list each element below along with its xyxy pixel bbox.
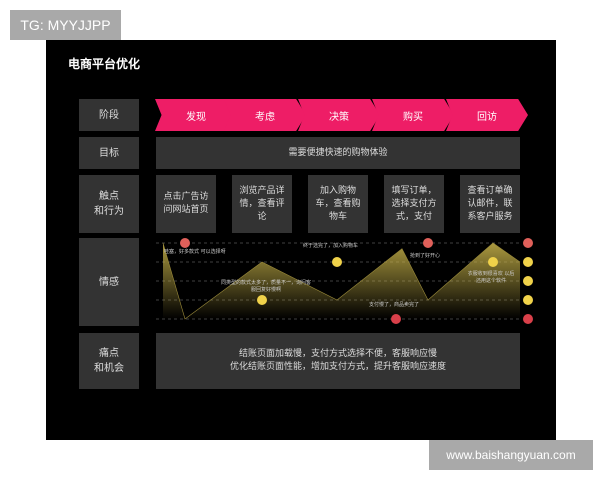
emotion-note-1: 哇塞，好多款式 可以选择呀 <box>164 249 226 255</box>
emoji-face-icon <box>257 295 267 305</box>
sad-face-icon <box>523 295 533 305</box>
neutral-face-icon <box>523 276 533 286</box>
emoji-face-icon <box>488 257 498 267</box>
stage-consider: 考虑 <box>224 99 306 131</box>
angry-face-icon <box>523 314 533 324</box>
happy-face-icon <box>523 257 533 267</box>
stage-revisit: 回访 <box>446 99 528 131</box>
label-stage: 阶段 <box>79 99 139 131</box>
excited-face-icon <box>523 238 533 248</box>
watermark-bottom-right: www.baishangyuan.com <box>429 440 593 470</box>
emotion-line <box>162 242 521 320</box>
emotion-note-2: 同类型的款式太多了，质量不一，询问客服回复好慢啊 <box>221 280 312 293</box>
page-title: 电商平台优化 <box>68 57 141 71</box>
emotion-note-6: 衣服收到很喜欢 以后还用这个软件 <box>467 271 515 284</box>
emoji-face-icon <box>391 314 401 324</box>
touchpoint-1: 点击广告访问网站首页 <box>156 175 216 233</box>
stage-decide: 决策 <box>298 99 380 131</box>
touchpoint-5: 查看订单确认邮件，联系客户服务 <box>460 175 520 233</box>
label-pain: 痛点 和机会 <box>79 333 139 389</box>
pain-points-box: 结账页面加载慢，支付方式选择不便，客服响应慢 优化结账页面性能，增加支付方式，提… <box>156 333 520 389</box>
touchpoint-2: 浏览产品详情，查看评论 <box>232 175 292 233</box>
stage-discover: 发现 <box>155 99 237 131</box>
emoji-face-icon <box>332 257 342 267</box>
emotion-note-4: 支付慢了，商品卖完了 <box>369 302 420 308</box>
emotion-curve-chart <box>156 238 533 324</box>
journey-map: 电商平台优化 阶段 目标 触点 和行为 情感 痛点 和机会 发现 考虑 决策 购… <box>46 40 556 440</box>
label-goal: 目标 <box>79 137 139 169</box>
emoji-face-icon <box>423 238 433 248</box>
touchpoint-4: 填写订单，选择支付方式，支付 <box>384 175 444 233</box>
touchpoint-3: 加入购物车，查看购物车 <box>308 175 368 233</box>
opportunity-line: 优化结账页面性能，增加支付方式，提升客服响应速度 <box>229 362 446 372</box>
emoji-face-icon <box>180 238 190 248</box>
emotion-note-3: 终于选完了，加入购物车 <box>303 243 359 249</box>
watermark-top-left: TG: MYYJJPP <box>10 10 121 40</box>
label-emotion: 情感 <box>79 238 139 326</box>
stage-purchase: 购买 <box>372 99 454 131</box>
emotion-area <box>163 243 520 319</box>
goal-box: 需要便捷快速的购物体验 <box>156 137 520 169</box>
emotion-note-5: 抢到了好开心 <box>410 253 441 259</box>
pain-point-line: 结账页面加载慢，支付方式选择不便，客服响应慢 <box>238 349 437 359</box>
label-touch: 触点 和行为 <box>79 175 139 233</box>
